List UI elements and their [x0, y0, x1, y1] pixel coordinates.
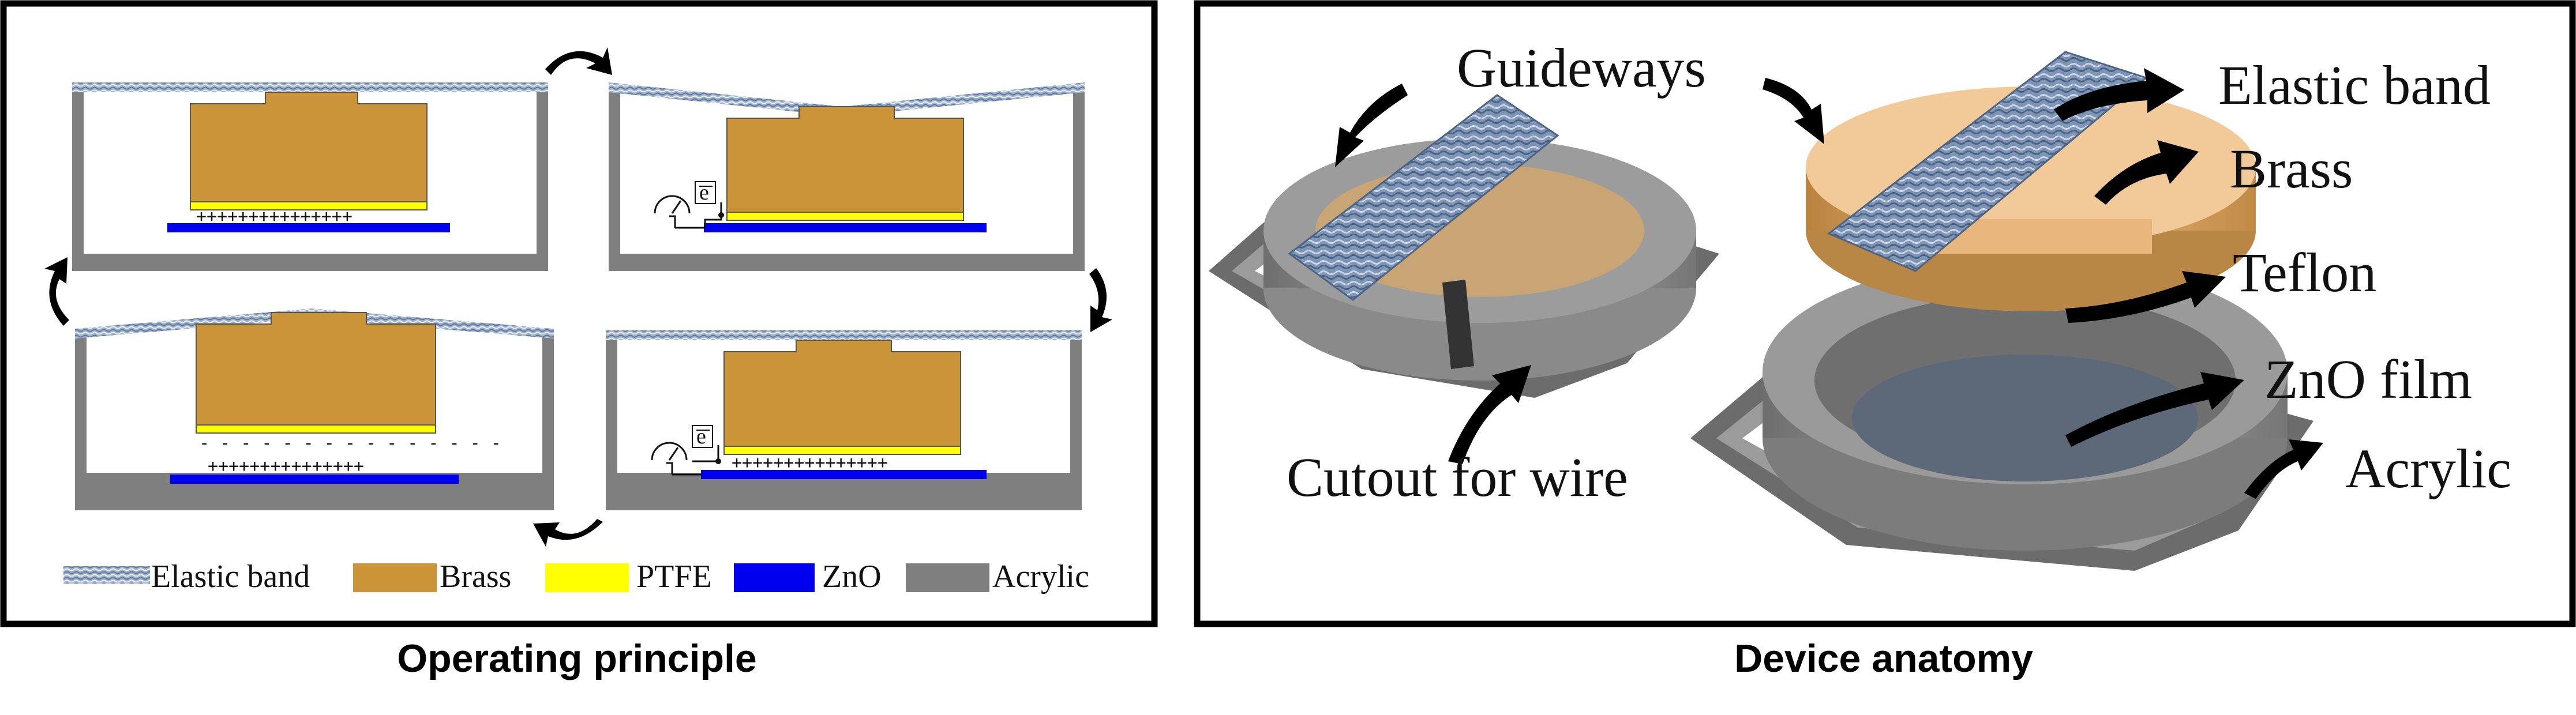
zno-layer — [167, 223, 450, 232]
zno-layer — [170, 475, 459, 484]
legend-swatch-zno — [734, 563, 815, 592]
label-zno-film: ZnO film — [2264, 348, 2472, 410]
assembled-device-illustration — [1209, 94, 1719, 398]
legend-swatch-elastic-band — [63, 566, 150, 584]
ptfe-layer — [723, 446, 961, 455]
cycle-arrow-bottom — [533, 519, 603, 547]
legend-swatch-ptfe — [545, 563, 629, 592]
cell-bottom-right: +++++++++++++++ e — [606, 330, 1082, 510]
meter-icon — [651, 442, 688, 461]
label-acrylic: Acrylic — [2345, 438, 2511, 499]
arrow-brass — [2094, 140, 2199, 205]
arrow-guideways-right — [1763, 78, 1824, 144]
meter-icon — [654, 195, 691, 214]
legend-label-ptfe: PTFE — [636, 559, 712, 594]
cycle-arrow-right — [1089, 268, 1112, 332]
arrow-elastic-band — [2054, 68, 2184, 121]
label-guideways: Guideways — [1457, 37, 1706, 99]
caption-operating-principle: Operating principle — [397, 637, 756, 680]
arrow-acrylic — [2244, 439, 2323, 499]
arrow-teflon — [2065, 271, 2226, 323]
legend-swatch-brass — [353, 563, 437, 592]
elastic-band-3d — [1288, 94, 1559, 301]
label-brass: Brass — [2230, 138, 2353, 200]
label-teflon: Teflon — [2233, 242, 2376, 303]
label-cutout-for-wire: Cutout for wire — [1287, 446, 1628, 508]
legend-swatch-acrylic — [906, 563, 989, 592]
ptfe-layer — [190, 201, 428, 210]
electron-label: e — [696, 424, 706, 449]
zno-layer — [701, 470, 987, 479]
brass-block — [196, 312, 436, 426]
brass-block — [723, 340, 961, 447]
zno-layer — [704, 223, 987, 232]
cell-top-right: e — [609, 82, 1085, 271]
charge-minus: - - - - - - - - - - - - - - - — [199, 433, 501, 453]
legend-label-elastic-band: Elastic band — [151, 559, 310, 594]
legend-label-zno: ZnO — [822, 559, 882, 594]
cycle-arrow-top — [545, 47, 612, 75]
arrow-guideways-left — [1335, 84, 1408, 167]
brass-block — [726, 106, 964, 214]
brass-block — [190, 92, 428, 202]
cell-top-left: +++++++++++++++ — [72, 82, 548, 271]
elastic-band-shape — [606, 330, 1082, 340]
cycle-arrow-left — [44, 257, 69, 326]
ptfe-layer — [196, 424, 436, 434]
ptfe-layer — [726, 212, 964, 221]
legend: Elastic band Brass PTFE ZnO Acrylic — [63, 559, 1089, 594]
legend-label-brass: Brass — [440, 559, 511, 594]
electron-label: e — [699, 180, 709, 205]
legend-label-acrylic: Acrylic — [992, 559, 1089, 594]
caption-device-anatomy: Device anatomy — [1734, 637, 2033, 680]
cell-bottom-left: - - - - - - - - - - - - - - - ++++++++++… — [75, 308, 554, 510]
arrow-cutout — [1448, 365, 1531, 464]
charge-plus: +++++++++++++++ — [208, 456, 364, 476]
arrow-zno-film — [2065, 372, 2244, 447]
charge-plus: +++++++++++++++ — [732, 453, 888, 473]
elastic-band-shape — [72, 82, 548, 92]
label-elastic-band: Elastic band — [2218, 54, 2491, 116]
